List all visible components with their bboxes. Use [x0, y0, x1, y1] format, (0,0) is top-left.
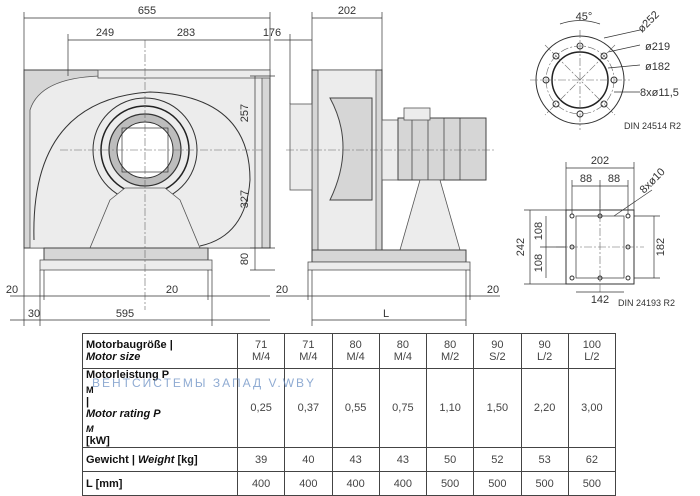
dim-242: 242 [515, 238, 527, 256]
table-cell: 50 [425, 447, 475, 473]
table-cell: 500 [473, 471, 522, 496]
table-cell: 53 [520, 447, 569, 473]
table-row-length: L [mm] 400 400 400 400 500 500 500 500 [82, 471, 617, 496]
volute-curve [33, 91, 251, 247]
dim-L: L [383, 308, 389, 320]
motor [397, 117, 487, 181]
dim-142: 142 [591, 294, 609, 306]
flange-round-standard: DIN 24514 R2 [624, 121, 681, 131]
dim-20-left: 20 [6, 284, 18, 296]
dim-80: 80 [239, 253, 251, 265]
table-cell: 52 [473, 447, 522, 473]
table-cell: 0,25 [236, 367, 286, 449]
row-label-weight: Gewicht | Weight [kg] [82, 447, 238, 473]
table-cell: 40 [284, 447, 333, 473]
dim-202-side: 202 [338, 5, 356, 17]
dim-283: 283 [177, 27, 195, 39]
dim-655: 655 [138, 5, 156, 17]
dim-d219: ø219 [645, 41, 670, 53]
dim-327: 327 [239, 190, 251, 208]
outlet-flange-top [97, 69, 271, 79]
motor-stand [399, 179, 461, 251]
table-cell: 500 [520, 471, 569, 496]
table-cell: 500 [567, 471, 617, 496]
dim-8xd10: 8xø10 [638, 166, 668, 196]
watermark: ВЕНТСИСТЕМЫ ЗАПАД V.WBY [92, 376, 317, 390]
table-cell: 400 [236, 471, 286, 496]
dim-20-side-left: 20 [276, 284, 288, 296]
row-label-motor-size: Motorbaugröße | Motor size [82, 333, 238, 369]
table-cell: 62 [567, 447, 617, 473]
dim-8xd115: 8xø11,5 [640, 87, 679, 99]
table-cell: 39 [236, 447, 286, 473]
dim-45-deg: 45° [576, 11, 593, 23]
table-cell: 0,37 [284, 367, 333, 449]
table-cell: 1,50 [473, 367, 522, 449]
dim-d252: ø252 [636, 9, 662, 35]
side-base-plate [307, 261, 471, 271]
dim-20-right: 20 [166, 284, 178, 296]
front-view: 655 249 283 257 327 80 20 20 30 595 [6, 5, 275, 326]
impeller [329, 97, 373, 201]
square-flange-view: 202 88 88 8xø10 242 108 108 182 142 DIN … [515, 155, 675, 308]
dim-30: 30 [28, 308, 40, 320]
front-base-frame [43, 247, 209, 261]
side-base-frame [311, 249, 467, 263]
terminal-box [403, 107, 431, 121]
table-cell: 3,00 [567, 367, 617, 449]
dim-257: 257 [239, 104, 251, 122]
dim-108-top: 108 [533, 222, 545, 240]
front-base-plate [39, 259, 213, 271]
dim-88-left: 88 [580, 173, 592, 185]
round-flange-view: 45° ø252 ø219 ø182 8xø11,5 DIN 24514 R2 [530, 9, 681, 131]
table-cell: 0,75 [378, 367, 428, 449]
table-cell: 43 [378, 447, 428, 473]
dim-595: 595 [116, 308, 134, 320]
table-cell: 500 [425, 471, 475, 496]
side-view: 202 176 20 20 L [263, 5, 500, 326]
dim-d182: ø182 [645, 61, 670, 73]
technical-drawing: 655 249 283 257 327 80 20 20 30 595 [6, 5, 681, 326]
dim-202-flange: 202 [591, 155, 609, 167]
dim-20-side-right: 20 [487, 284, 499, 296]
dim-108-bottom: 108 [533, 254, 545, 272]
table-cell: 400 [284, 471, 333, 496]
table-row-weight: Gewicht | Weight [kg] 39 40 43 43 50 52 … [82, 447, 617, 473]
table-cell: 400 [378, 471, 428, 496]
dim-249: 249 [96, 27, 114, 39]
table-cell: 2,20 [520, 367, 569, 449]
table-cell: 400 [331, 471, 380, 496]
table-cell: 1,10 [425, 367, 475, 449]
row-label-length: L [mm] [82, 471, 238, 496]
dim-176: 176 [263, 27, 281, 39]
flange-square-standard: DIN 24193 R2 [618, 298, 675, 308]
dim-88-right: 88 [608, 173, 620, 185]
table-cell: 43 [331, 447, 380, 473]
inlet-nozzle [289, 103, 313, 191]
dim-182-flange: 182 [655, 238, 667, 256]
table-cell: 0,55 [331, 367, 380, 449]
